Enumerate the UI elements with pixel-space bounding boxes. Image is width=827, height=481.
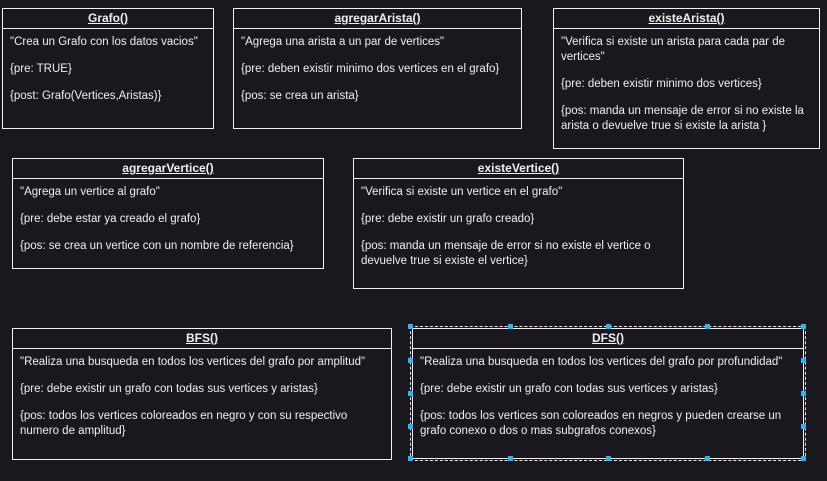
card-precondition: {pre: deben existir minimo dos vertices}: [561, 78, 762, 90]
card-postcondition: {pos: se crea un vertice con un nombre d…: [20, 240, 294, 252]
card-agregar-arista[interactable]: agregarArista() "Agrega una arista a un …: [233, 8, 522, 129]
card-postcondition: {post: Grafo(Vertices,Aristas)}: [10, 90, 162, 102]
resize-handle-bottom-left[interactable]: [408, 456, 413, 461]
card-bfs[interactable]: BFS() "Realiza una busqueda en todos los…: [12, 328, 392, 460]
card-description: "Verifica si existe un arista para cada …: [561, 36, 785, 63]
card-existe-arista[interactable]: existeArista() "Verifica si existe un ar…: [553, 8, 820, 149]
resize-handle-mid-right-lower[interactable]: [801, 424, 806, 429]
resize-handle-top-mid[interactable]: [606, 324, 611, 329]
card-title: agregarVertice(): [13, 159, 323, 179]
card-postcondition: {pos: manda un mensaje de error si no ex…: [561, 105, 804, 132]
card-postcondition: {pos: todos los vertices coloreados en n…: [20, 410, 348, 437]
card-agregar-vertice[interactable]: agregarVertice() "Agrega un vertice al g…: [12, 158, 324, 269]
resize-handle-mid-right-upper[interactable]: [801, 358, 806, 363]
card-precondition: {pre: debe existir un grafo con todas su…: [420, 383, 718, 395]
resize-handle-top-left[interactable]: [408, 324, 413, 329]
card-description: "Agrega un vertice al grafo": [20, 186, 160, 198]
resize-handle-top-right[interactable]: [801, 324, 806, 329]
resize-handle-mid-left-upper[interactable]: [408, 358, 413, 363]
card-title: existeVertice(): [354, 159, 683, 179]
resize-handle-mid-left-lower[interactable]: [408, 424, 413, 429]
card-precondition: {pre: TRUE}: [10, 63, 72, 75]
card-description: "Verifica si existe un vertice en el gra…: [361, 186, 563, 198]
resize-handle-bottom-right[interactable]: [801, 456, 806, 461]
card-description: "Agrega una arista a un par de vertices": [241, 36, 445, 48]
card-title: Grafo(): [3, 9, 213, 29]
card-title: BFS(): [13, 329, 391, 349]
card-title: DFS(): [413, 329, 803, 349]
card-existe-vertice[interactable]: existeVertice() "Verifica si existe un v…: [353, 158, 684, 289]
card-title: existeArista(): [554, 9, 819, 29]
card-grafo[interactable]: Grafo() "Crea un Grafo con los datos vac…: [2, 8, 214, 129]
resize-handle-bottom-mid[interactable]: [606, 456, 611, 461]
resize-handle-mid-right[interactable]: [801, 391, 806, 396]
resize-handle-top-mid-right[interactable]: [705, 324, 710, 329]
card-precondition: {pre: debe existir un grafo creado}: [361, 213, 535, 225]
card-precondition: {pre: debe existir un grafo con todas su…: [20, 383, 318, 395]
card-description: "Realiza una busqueda en todos los verti…: [20, 356, 366, 368]
card-postcondition: {pos: todos los vertices son coloreados …: [420, 410, 782, 437]
card-postcondition: {pos: se crea un arista}: [241, 90, 359, 102]
card-postcondition: {pos: manda un mensaje de error si no ex…: [361, 240, 651, 267]
card-title: agregarArista(): [234, 9, 521, 29]
resize-handle-bottom-mid-right[interactable]: [705, 456, 710, 461]
card-precondition: {pre: debe estar ya creado el grafo}: [20, 213, 201, 225]
resize-handle-mid-left[interactable]: [408, 391, 413, 396]
card-dfs[interactable]: DFS() "Realiza una busqueda en todos los…: [412, 328, 804, 459]
card-description: "Crea un Grafo con los datos vacios": [10, 36, 198, 48]
resize-handle-bottom-mid-left[interactable]: [508, 456, 513, 461]
card-precondition: {pre: deben existir minimo dos vertices …: [241, 63, 500, 75]
resize-handle-top-mid-left[interactable]: [508, 324, 513, 329]
card-description: "Realiza una busqueda en todos los verti…: [420, 356, 783, 368]
